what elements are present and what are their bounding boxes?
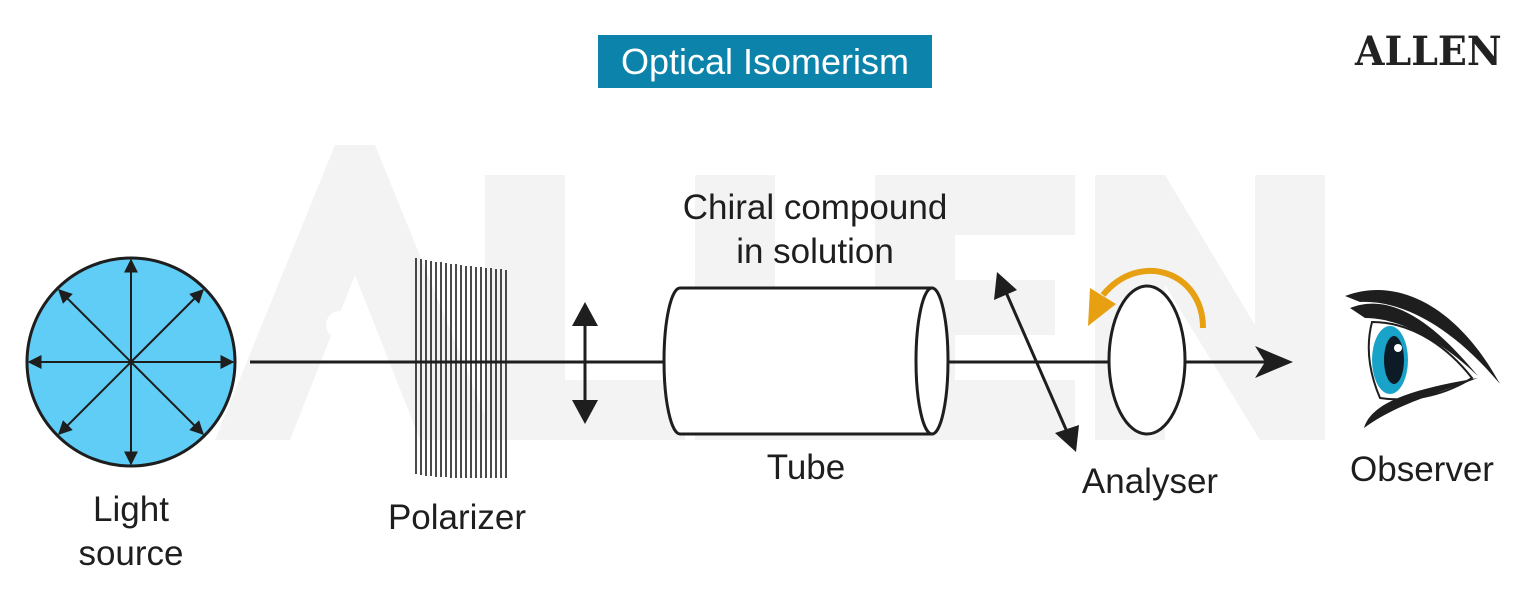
rotated-direction-arrow (994, 272, 1079, 452)
light-source-icon (25, 256, 237, 468)
brand-logo-text: ALLEN (1355, 28, 1502, 75)
label-chiral-compound: Chiral compound in solution (660, 186, 970, 274)
watermark-letter-l1 (485, 175, 685, 440)
page-title: Optical Isomerism (620, 40, 910, 82)
tube-icon (662, 286, 950, 436)
title-banner: Optical Isomerism (598, 35, 932, 88)
curved-arrow-icon (1088, 267, 1206, 329)
label-chiral-line2: in solution (736, 232, 894, 271)
label-light-source-line2: source (78, 534, 184, 573)
label-light-source-line1: Light (93, 490, 169, 529)
label-light-source: Light source (50, 488, 212, 576)
eye-icon (1345, 289, 1500, 428)
watermark-letter-a (215, 145, 495, 440)
label-observer: Observer (1350, 450, 1494, 489)
beam-arrowhead (1255, 346, 1293, 378)
label-chiral-line1: Chiral compound (682, 188, 948, 227)
label-analyser: Analyser (1081, 462, 1219, 501)
polarizer-icon (415, 258, 507, 478)
polarized-direction-arrow (572, 302, 598, 424)
label-tube: Tube (766, 448, 846, 487)
analyser-icon (1107, 284, 1187, 436)
brand-logo: ALLEN (1355, 28, 1502, 78)
label-polarizer: Polarizer (387, 498, 527, 537)
